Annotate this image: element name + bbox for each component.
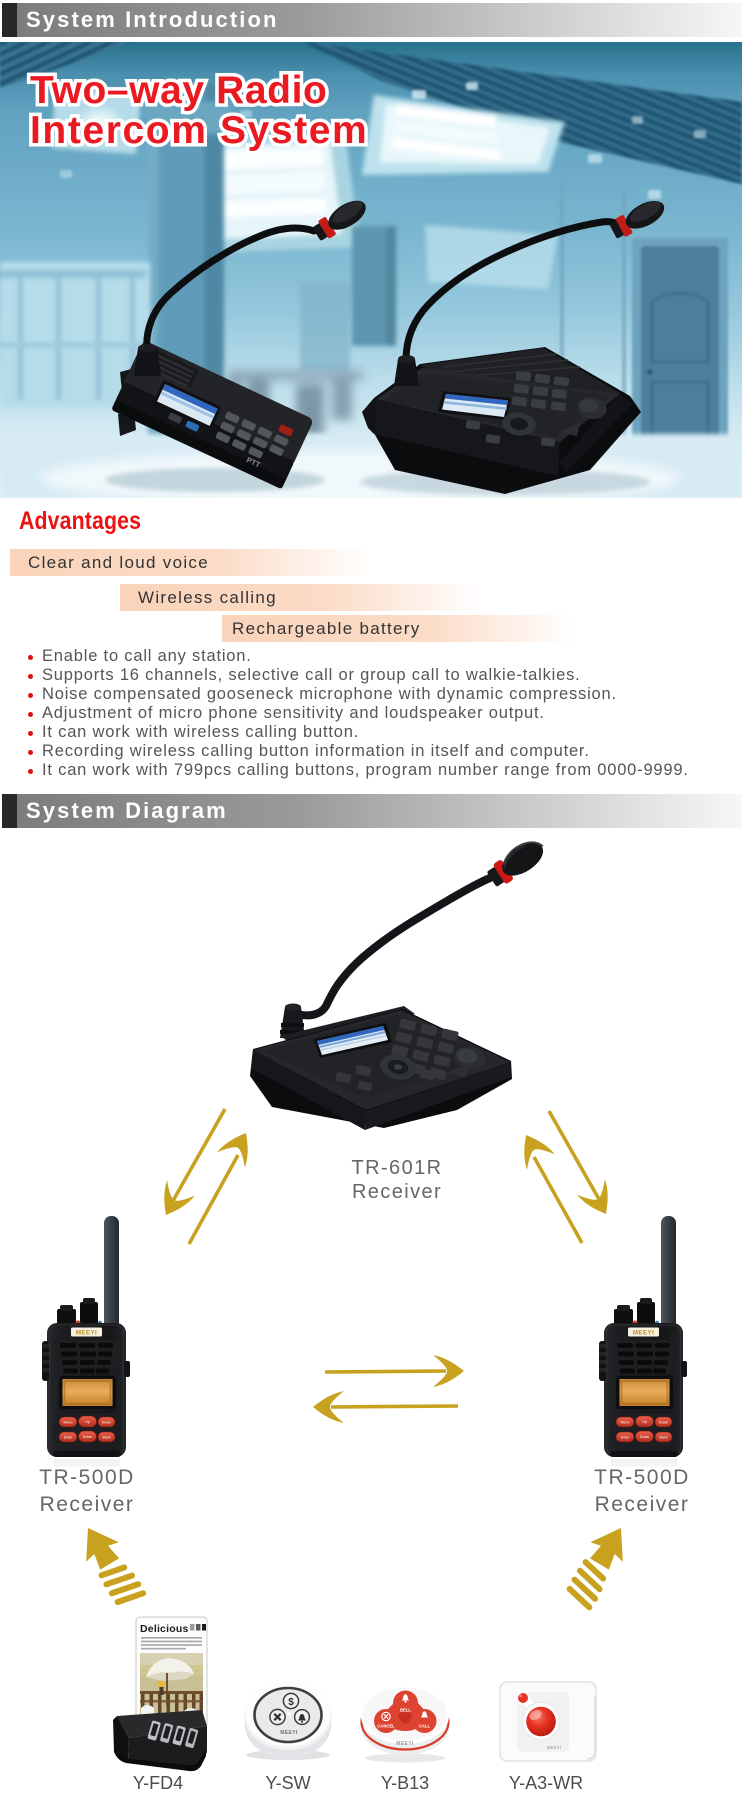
svg-text:CALL: CALL [419,1724,431,1729]
svg-text:MEEYI: MEEYI [547,1745,562,1750]
svg-text:BELL: BELL [400,1708,411,1713]
svg-text:CANCEL: CANCEL [377,1724,395,1729]
svg-text:MEEYI: MEEYI [280,1730,298,1736]
svg-text:$: $ [288,1697,294,1708]
svg-text:Delicious: Delicious [140,1623,188,1635]
svg-text:MEEYI: MEEYI [396,1741,414,1747]
